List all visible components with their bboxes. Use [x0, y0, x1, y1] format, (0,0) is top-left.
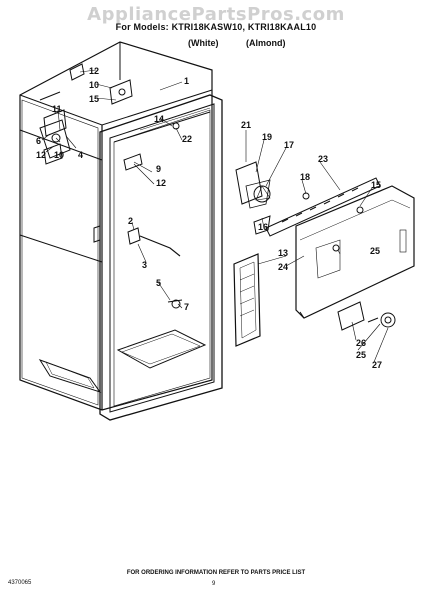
callout-12b: 12: [36, 150, 47, 160]
callout-10a: 10: [89, 80, 100, 90]
callout-23: 23: [318, 154, 329, 164]
callout-17: 17: [284, 140, 295, 150]
rear-panel: [295, 185, 415, 319]
callout-16: 16: [258, 222, 269, 232]
color-white-label: (White): [188, 38, 219, 48]
callout-21: 21: [241, 120, 252, 130]
left-side-tab: [93, 225, 101, 243]
callout-7: 7: [184, 302, 190, 312]
side-hinge: [39, 119, 71, 165]
top-hinge-assembly: [39, 63, 133, 137]
callout-4: 4: [78, 150, 84, 160]
callout-9: 9: [156, 164, 162, 174]
models-title: For Models: KTRI18KASW10, KTRI18KAAL10: [115, 22, 317, 32]
callout-25b: 25: [356, 350, 367, 360]
leader-lines: [41, 69, 389, 363]
callout-27: 27: [372, 360, 383, 370]
air-duct: [233, 253, 261, 347]
callout-25a: 25: [370, 246, 381, 256]
fan-assembly: [235, 161, 271, 235]
mid-cabinet-parts: [123, 122, 183, 309]
callout-14: 14: [154, 114, 165, 124]
front-frame: [99, 94, 223, 421]
callout-15a: 15: [89, 94, 100, 104]
callout-26: 26: [356, 338, 367, 348]
callout-22: 22: [182, 134, 193, 144]
part-code: 4370065: [8, 580, 32, 586]
callout-10b: 10: [54, 150, 65, 160]
bottom-trays: [38, 329, 207, 393]
callout-2: 2: [128, 216, 134, 226]
color-almond-label: (Almond): [246, 38, 286, 48]
evaporator-cover: [265, 177, 381, 237]
control-knob: [337, 301, 396, 331]
callout-6: 6: [36, 136, 42, 146]
callout-5: 5: [156, 278, 162, 288]
ordering-note: FOR ORDERING INFORMATION REFER TO PARTS …: [126, 570, 306, 576]
callout-13: 13: [278, 248, 289, 258]
cabinet-liner: [19, 41, 213, 411]
callout-1: 1: [184, 76, 190, 86]
callout-11: 11: [52, 104, 62, 114]
callout-18: 18: [300, 172, 311, 182]
callout-24: 24: [278, 262, 289, 272]
callout-12c: 12: [156, 178, 167, 188]
callout-19: 19: [262, 132, 273, 142]
watermark: AppliancePartsPros.com: [87, 4, 345, 25]
page-number: 9: [212, 581, 216, 587]
callout-15b: 15: [371, 180, 382, 190]
callout-12a: 12: [89, 66, 100, 76]
callout-3: 3: [142, 260, 148, 270]
freezer-divider: [113, 107, 211, 143]
